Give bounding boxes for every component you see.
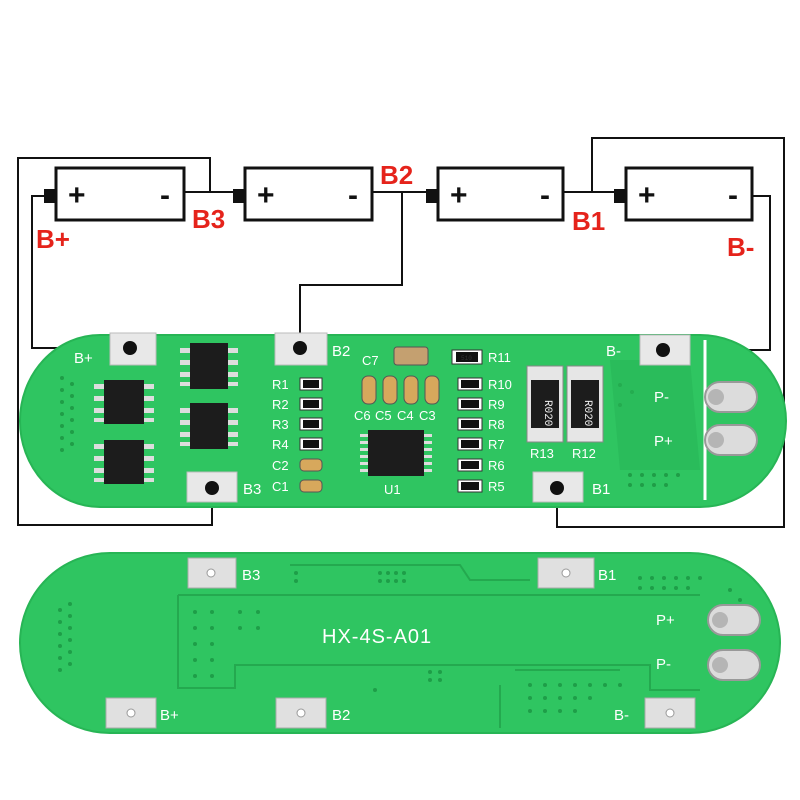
silk-b-plus: B+ <box>74 350 93 367</box>
mosfet-chip <box>180 343 238 389</box>
silk-b-minus-bottom: B- <box>614 707 629 724</box>
silk-r8: R8 <box>488 417 505 432</box>
mosfet-chip <box>94 440 154 484</box>
top-pcb: R020 R020 B+ B2 B3 B1 B- P- P+ C7 R11 R1… <box>19 332 787 508</box>
pad-p-plus-top <box>704 424 758 456</box>
label-b2: B2 <box>380 160 413 190</box>
cell-minus-label: - <box>540 179 550 212</box>
wiring <box>17 137 785 528</box>
cell-minus-label: - <box>160 179 170 212</box>
silk-c1: C1 <box>272 479 289 494</box>
silk-c5: C5 <box>375 408 392 423</box>
wire-labels: B+ B3 B2 B1 B- <box>36 160 754 262</box>
silk-c7: C7 <box>362 353 379 368</box>
silk-r7: R7 <box>488 437 505 452</box>
silk-r13: R13 <box>530 446 554 461</box>
pad-b3-top <box>186 471 238 503</box>
mosfet-chip <box>94 380 154 424</box>
cell-minus-label: - <box>728 179 738 212</box>
battery-cell-2: + - <box>233 166 374 222</box>
silk-u1: U1 <box>384 482 401 497</box>
cell-plus-label: + <box>638 179 656 212</box>
shunt-marking-r13: R020 <box>541 400 553 426</box>
label-b1: B1 <box>572 206 605 236</box>
shunt-marking-r12: R020 <box>581 400 593 426</box>
label-b-minus: B- <box>727 232 754 262</box>
silk-c3: C3 <box>419 408 436 423</box>
pad-b1-bottom <box>537 557 595 589</box>
pad-b-plus-top <box>109 332 157 366</box>
silk-b1: B1 <box>592 481 610 498</box>
cell-minus-label: - <box>348 179 358 212</box>
silk-r10: R10 <box>488 377 512 392</box>
wire-b3 <box>17 157 213 526</box>
pad-p-plus-bottom <box>707 604 761 636</box>
silk-p-plus-bottom: P+ <box>656 612 675 629</box>
mosfet-chips <box>94 343 238 484</box>
battery-cell-3: + - <box>426 166 565 222</box>
silk-b-plus-bottom: B+ <box>160 707 179 724</box>
pad-b-minus-bottom <box>644 697 696 729</box>
wire-b1 <box>556 137 785 528</box>
pad-p-minus-top <box>704 381 758 413</box>
pad-p-minus-bottom <box>707 649 761 681</box>
smd-resistors-left <box>299 377 323 493</box>
silk-r4: R4 <box>272 437 289 452</box>
bottom-silkscreen: B3 B1 P+ P- B+ B2 B- HX-4S-A01 <box>160 567 675 724</box>
pad-b2-top <box>274 332 328 366</box>
silk-c6: C6 <box>354 408 371 423</box>
pad-b1-top <box>532 471 584 503</box>
pad-b-plus-bottom <box>105 697 157 729</box>
silk-r1: R1 <box>272 377 289 392</box>
cell-plus-label: + <box>450 179 468 212</box>
silk-b2: B2 <box>332 343 350 360</box>
mosfet-chip <box>180 403 238 449</box>
battery-cell-4: + - <box>614 166 754 222</box>
cell-plus-label: + <box>257 179 275 212</box>
wire-b2 <box>299 192 403 348</box>
smd-resistors-right <box>457 377 483 493</box>
silk-c2: C2 <box>272 458 289 473</box>
silk-c4: C4 <box>397 408 414 423</box>
via-holes-bottom <box>58 571 742 713</box>
silk-r6: R6 <box>488 458 505 473</box>
battery-cell-1: + - <box>44 166 186 222</box>
bottom-pcb: B3 B1 P+ P- B+ B2 B- HX-4S-A01 <box>19 552 781 734</box>
pad-b-minus-top <box>639 334 691 366</box>
label-b3: B3 <box>192 204 225 234</box>
r11-marking: 510 <box>461 355 472 362</box>
board-model-label: HX-4S-A01 <box>322 626 432 648</box>
silk-b2-bottom: B2 <box>332 707 350 724</box>
top-silkscreen: B+ B2 B3 B1 B- P- P+ C7 R11 R1 R2 R3 R4 … <box>74 343 673 498</box>
battery-cells: + - + - + - + - <box>44 166 754 222</box>
cell-plus-label: + <box>68 179 86 212</box>
silk-b-minus: B- <box>606 343 621 360</box>
silk-p-plus: P+ <box>654 433 673 450</box>
silk-r12: R12 <box>572 446 596 461</box>
pad-b3-bottom <box>187 557 237 589</box>
silk-r2: R2 <box>272 397 289 412</box>
silk-p-minus: P- <box>654 389 669 406</box>
silk-b3-bottom: B3 <box>242 567 260 584</box>
label-b-plus: B+ <box>36 224 70 254</box>
shunt-resistors: R020 R020 <box>526 365 604 443</box>
silk-p-minus-bottom: P- <box>656 656 671 673</box>
silk-b1-bottom: B1 <box>598 567 616 584</box>
pad-b2-bottom <box>275 697 327 729</box>
silk-r11: R11 <box>488 350 511 365</box>
silk-r5: R5 <box>488 479 505 494</box>
silk-r3: R3 <box>272 417 289 432</box>
silk-r9: R9 <box>488 397 505 412</box>
smd-capacitors <box>361 346 483 405</box>
ic-u1 <box>360 430 432 476</box>
silk-b3: B3 <box>243 481 261 498</box>
